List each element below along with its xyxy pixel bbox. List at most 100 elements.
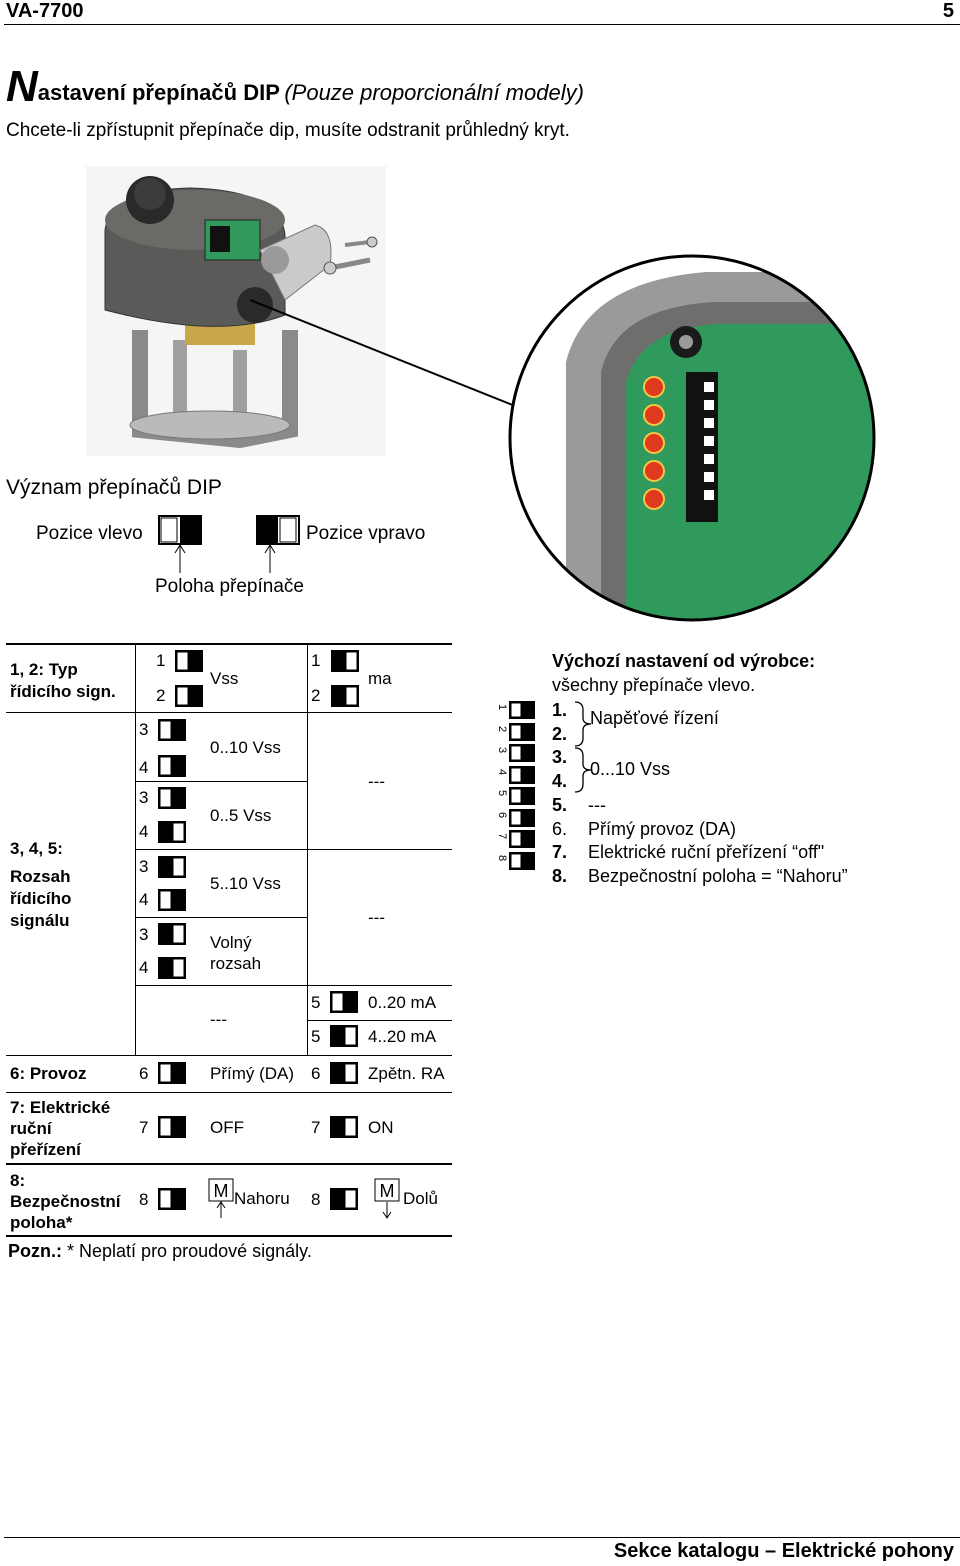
row5-label-line2: Bezpečnostní (10, 1192, 121, 1211)
r2-sep-a (135, 781, 307, 782)
r3-n2: 6 (311, 1064, 321, 1083)
switch-left-icon (175, 650, 203, 672)
title-text: astavení přepínačů DIP (37, 80, 280, 105)
row2-label-line3: řídicího (10, 889, 72, 908)
r1-vss: Vss (210, 669, 239, 688)
switch-left-icon (509, 765, 535, 784)
defaults-item-number: 5. (552, 794, 568, 815)
header-rule (4, 24, 960, 25)
r2d-val: Volný rozsah (210, 932, 261, 974)
row2-bottom (6, 1055, 452, 1056)
defaults-list: 1.2.3.4.5.---6.Přímý provoz (DA)7.Elektr… (552, 699, 848, 889)
r4-n: 7 (139, 1118, 149, 1137)
defaults-subtitle: všechny přepínače vlevo. (552, 675, 756, 695)
r1-ma: ma (368, 669, 392, 688)
switch-right-icon (158, 923, 186, 945)
r2e-val: 0..20 mA (368, 993, 437, 1012)
footnote-label: Pozn.: (8, 1241, 62, 1261)
footnote-text: * Neplatí pro proudové signály. (67, 1241, 312, 1261)
switch-left-icon (158, 755, 186, 777)
right-position-label: Pozice vpravo (306, 523, 426, 544)
footnote: Pozn.: * Neplatí pro proudové signály. (8, 1241, 312, 1262)
r2b-val: 0..5 Vss (210, 806, 272, 825)
r2-sep-e (307, 1020, 452, 1021)
switch-left-icon (158, 515, 202, 573)
intro-text: Chcete-li zpřístupnit přepínače dip, mus… (6, 120, 570, 141)
r2f-val: 4..20 mA (368, 1027, 437, 1046)
defaults-item: 5.--- (552, 794, 848, 818)
r2-sep-b (135, 849, 452, 850)
r2b-n3: 3 (139, 788, 149, 807)
r2c-n4: 4 (139, 890, 149, 909)
r1-num2: 2 (156, 686, 166, 705)
left-position-label: Pozice vlevo (36, 523, 143, 544)
model-name: VA-7700 (6, 0, 84, 22)
defaults-item-number: 1. (552, 700, 568, 720)
page-title: Nastavení přepínačů DIP (Pouze proporcio… (6, 62, 584, 112)
r2-sep-d (135, 985, 452, 986)
table-bottom-rule (6, 1235, 452, 1237)
dip-bank-number: 1 (496, 704, 508, 711)
row1-label: 1, 2: Typ řídicího sign. (10, 659, 116, 703)
row1-separator (6, 712, 452, 713)
switch-left-icon (158, 889, 186, 911)
r4-n2: 7 (311, 1118, 321, 1137)
row2-label-line2: Rozsah (10, 867, 71, 886)
r2a-val: 0..10 Vss (210, 738, 281, 757)
r4-left: OFF (210, 1118, 244, 1137)
row3-label: 6: Provoz (10, 1064, 87, 1083)
defaults-item: 2. (552, 723, 848, 747)
motor-up-icon: M (208, 1178, 234, 1218)
defaults-item: 7.Elektrické ruční přeřízení “off" (552, 841, 848, 865)
defaults-item-number: 8. (552, 865, 568, 886)
switch-left-icon (509, 701, 535, 719)
r2c-n3: 3 (139, 857, 149, 876)
r1-m2: 2 (311, 686, 321, 705)
switch-left-icon (509, 722, 535, 741)
defaults-group2: 0...10 Vss (590, 759, 671, 779)
r2a-n4: 4 (139, 758, 149, 777)
col-divider-1 (135, 645, 136, 1055)
dip-bank-number: 7 (496, 833, 508, 840)
dip-meaning-heading: Význam přepínačů DIP (6, 476, 222, 499)
defaults-item: 8.Bezpečnostní poloha = “Nahoru” (552, 865, 848, 889)
row4-label-line3: přeřízení (10, 1140, 81, 1159)
r3-left: Přímý (DA) (210, 1064, 295, 1083)
row5-label: 8: Bezpečnostní poloha* (10, 1170, 121, 1233)
defaults-item: 4. (552, 770, 848, 794)
row4-bottom (6, 1163, 452, 1165)
r2-dash-vss: --- (210, 1010, 227, 1029)
switch-right-icon (330, 1188, 358, 1210)
dip-bank-number: 8 (496, 854, 508, 861)
r2d-n4: 4 (139, 958, 149, 977)
dip-zoom-detail (508, 254, 876, 622)
r5-n2: 8 (311, 1190, 321, 1209)
switch-left-icon (509, 744, 535, 762)
switch-left-icon (158, 719, 186, 741)
r3-n: 6 (139, 1064, 149, 1083)
r2-dash-ma1: --- (368, 772, 385, 791)
r2-sep-c (135, 917, 307, 918)
title-initial: N (6, 62, 38, 111)
switch-left-icon (330, 991, 358, 1013)
motor-down-icon: M (374, 1178, 400, 1219)
page-number: 5 (942, 0, 954, 22)
switch-right-icon (256, 515, 300, 573)
r3-right: Zpětn. RA (368, 1064, 445, 1083)
switch-right-icon (331, 650, 359, 672)
defaults-item-number: 4. (552, 771, 568, 792)
defaults-item: 1. (552, 699, 848, 723)
r2d-val-line1: Volný (210, 933, 252, 952)
dip-bank-number: 6 (496, 811, 508, 818)
motor-down-m-icon: M (380, 1181, 395, 1201)
dip-bank-number: 3 (496, 747, 508, 754)
r2d-n3: 3 (139, 925, 149, 944)
r2b-n4: 4 (139, 822, 149, 841)
row4-label: 7: Elektrické ruční přeřízení (10, 1097, 110, 1160)
r1-m1: 1 (311, 651, 321, 670)
r2d-val-line2: rozsah (210, 954, 262, 973)
row5-label-line3: poloha* (10, 1213, 73, 1232)
switch-right-icon (158, 957, 186, 979)
row1-label-line2: řídicího sign. (10, 682, 116, 701)
r2e-n: 5 (311, 993, 321, 1012)
